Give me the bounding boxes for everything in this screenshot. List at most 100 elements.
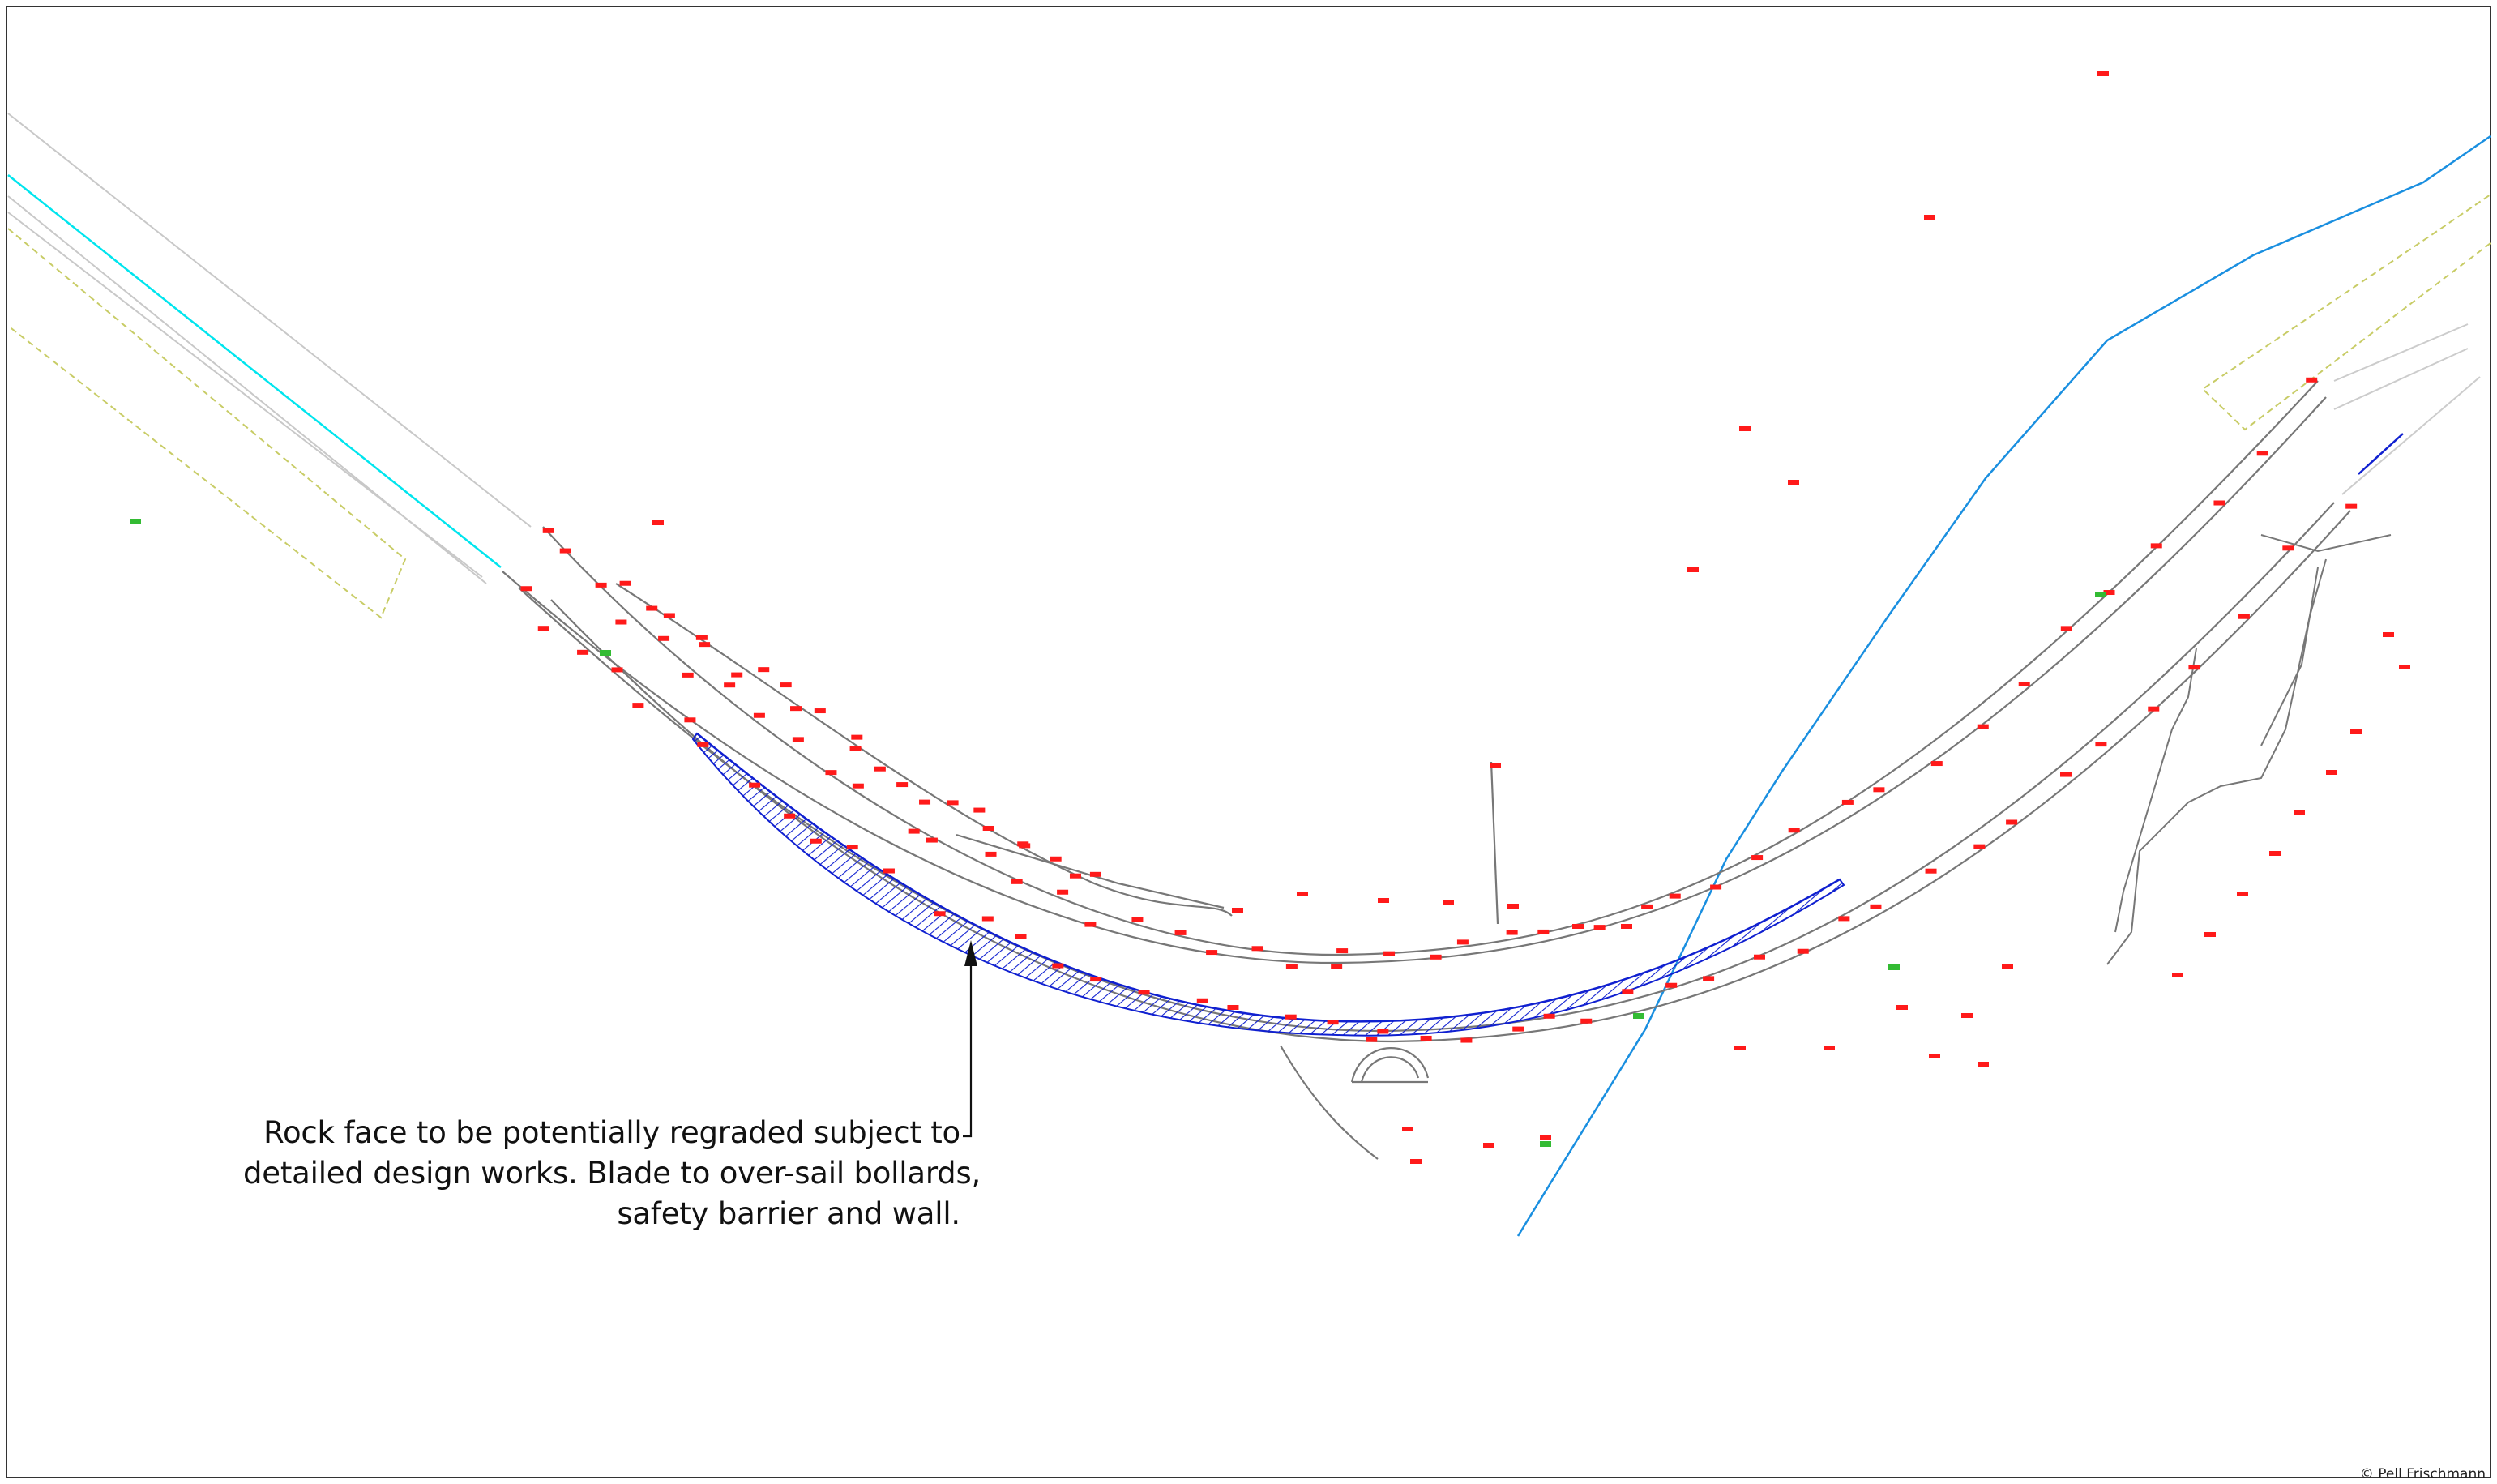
survey-point-icon [1978, 1062, 1989, 1067]
survey-point-icon [1090, 977, 1102, 982]
survey-point-icon [2097, 71, 2109, 76]
survey-point-icon [1460, 1037, 1473, 1043]
survey-point-icon [814, 708, 826, 714]
survey-point-icon [619, 580, 631, 586]
survey-point-icon [896, 782, 909, 788]
site-boundary-east [2201, 194, 2491, 431]
survey-point-icon [1739, 426, 1751, 431]
carriageway-edges [502, 380, 2351, 1160]
survey-point-icon [780, 682, 792, 688]
survey-point-icon [985, 851, 997, 857]
survey-point-icon [790, 706, 802, 712]
east-approach-lines [2333, 323, 2481, 495]
survey-point-icon [1084, 922, 1097, 927]
cyan-service-line [7, 174, 502, 568]
survey-point-icon [1050, 856, 1062, 862]
survey-point-icon [520, 586, 532, 592]
survey-point-icon [1703, 976, 1715, 981]
survey-point-icon [1506, 930, 1518, 935]
survey-point-icon [758, 667, 770, 673]
survey-point-icon [1174, 930, 1187, 935]
survey-point-icon [1015, 934, 1027, 939]
copyright-notice: © Pell Frischmann [2359, 1466, 2486, 1482]
survey-point-icon [1797, 948, 1809, 954]
grass-marker-icon [1633, 1013, 1644, 1019]
survey-point-icon [934, 911, 946, 917]
survey-point-icon [1019, 843, 1031, 849]
sheet-border [6, 6, 2491, 1478]
survey-point-icon [1896, 1005, 1908, 1010]
survey-point-icon [652, 520, 664, 525]
survey-point-icon [2282, 545, 2294, 551]
survey-point-icon [2204, 932, 2216, 937]
survey-point-icon [1011, 879, 1023, 884]
grass-marker-icon [130, 519, 141, 524]
survey-point-icon [1507, 904, 1519, 909]
survey-point-icon [883, 868, 895, 874]
survey-point-icon [663, 613, 675, 618]
survey-point-icon [1512, 1026, 1524, 1032]
survey-point-icon [2059, 772, 2072, 777]
survey-point-icon [982, 825, 994, 831]
annotation-line-1: Rock face to be potentially regraded sub… [263, 1115, 960, 1150]
survey-point-icon [684, 717, 696, 723]
survey-point-icon [559, 548, 571, 554]
survey-point-icon [1402, 1127, 1413, 1131]
survey-point-icon [2188, 665, 2200, 670]
survey-point-icon [646, 605, 658, 611]
survey-point-icon [1710, 884, 1722, 890]
survey-point-icon [1490, 763, 1501, 768]
survey-point-icon [1838, 916, 1850, 922]
survey-point-icon [908, 828, 920, 834]
survey-point-icon [2350, 729, 2362, 734]
survey-point-icon [784, 813, 796, 819]
survey-point-icon [749, 782, 761, 788]
survey-point-icon [2103, 590, 2115, 596]
survey-point-icon [1572, 924, 1584, 929]
survey-point-icon [2060, 626, 2072, 631]
survey-point-icon [699, 642, 711, 648]
survey-point-icon [981, 916, 994, 922]
survey-point-icon [1052, 963, 1064, 969]
survey-point-icon [615, 619, 627, 625]
survey-point-icon [632, 703, 644, 708]
survey-point-icon [1227, 1004, 1239, 1010]
survey-point-icon [973, 807, 986, 813]
survey-point-icon [1924, 215, 1935, 220]
survey-point-icon [1377, 1029, 1389, 1034]
survey-point-icon [810, 838, 822, 844]
annotation-line-3: safety barrier and wall. [617, 1196, 960, 1231]
survey-point-icon [1665, 982, 1678, 988]
survey-point-icon [1751, 855, 1764, 861]
survey-point-icon [825, 770, 837, 776]
survey-point-icon [1327, 1020, 1339, 1025]
survey-point-icon [697, 742, 709, 747]
survey-point-icon [2150, 543, 2162, 549]
survey-point-icon [2006, 819, 2018, 825]
watercourse-line [1516, 135, 2491, 1237]
survey-point-icon [542, 528, 554, 533]
survey-point-icon [1734, 1046, 1746, 1050]
annotation-line-2: detailed design works. Blade to over-sai… [243, 1156, 981, 1191]
survey-point-icon [753, 712, 765, 718]
survey-point-icon [1873, 787, 1885, 793]
survey-point-icon [2002, 964, 2013, 969]
survey-point-icon [1196, 998, 1208, 1003]
annotation-note: Rock face to be potentially regraded sub… [243, 1113, 981, 1234]
survey-point-icon [577, 649, 589, 655]
survey-point-icon [1057, 889, 1069, 895]
survey-point-icon [2306, 377, 2318, 383]
survey-point-icon [1443, 900, 1454, 905]
survey-point-icon [1383, 951, 1396, 956]
survey-point-icon [2345, 503, 2358, 509]
survey-point-icon [2172, 973, 2183, 977]
survey-point-icon [595, 582, 607, 588]
survey-point-icon [682, 672, 694, 678]
survey-point-icon [1537, 929, 1550, 934]
survey-point-icon [1580, 1018, 1593, 1024]
survey-point-icon [1930, 761, 1943, 767]
survey-point-icon [2383, 632, 2394, 637]
survey-point-icon [1206, 950, 1218, 956]
site-boundary-west [7, 228, 407, 619]
